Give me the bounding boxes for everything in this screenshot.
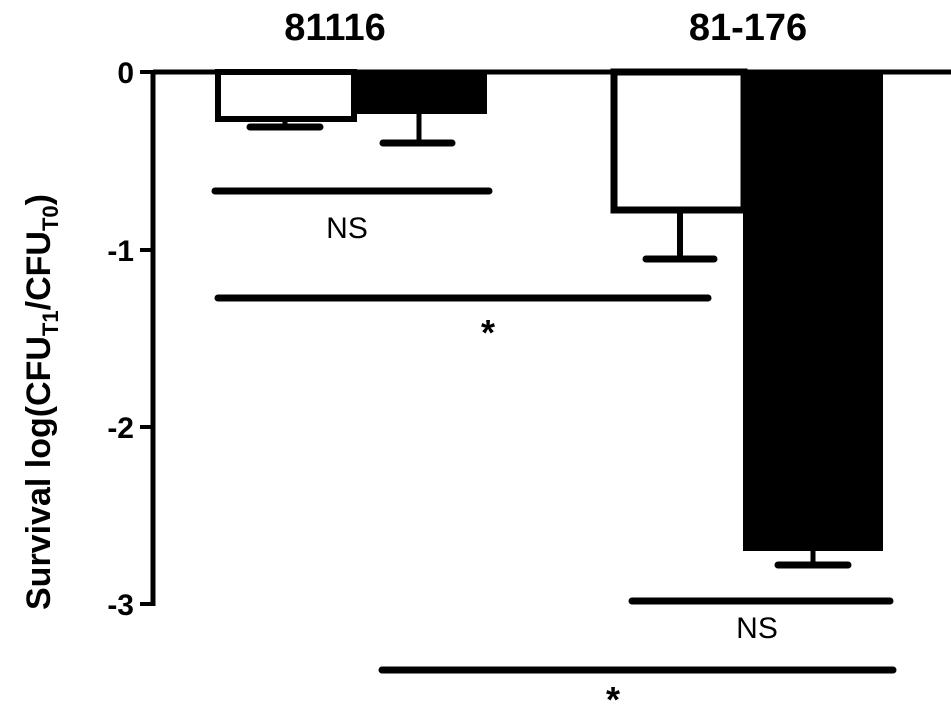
sig-label-1: NS [326, 212, 368, 245]
bar-81116-white [215, 69, 357, 131]
y-tick-2: -2 [107, 412, 134, 445]
bar-81-176-black [743, 72, 883, 569]
y-tick-3: -3 [107, 589, 134, 622]
y-axis-label: Survival log(CFUT1/CFUT0) [20, 194, 63, 610]
bar-81-176-white [610, 68, 748, 263]
sig-label-3: NS [736, 612, 778, 645]
y-tick-0: 0 [117, 57, 134, 90]
y-tick-1: -1 [107, 235, 134, 268]
group-label-81116: 81116 [284, 7, 385, 49]
group-label-81-176: 81-176 [689, 7, 807, 49]
bar-81116-black [354, 72, 487, 147]
sig-label-2: * [481, 312, 495, 353]
sig-label-4: * [606, 679, 620, 706]
